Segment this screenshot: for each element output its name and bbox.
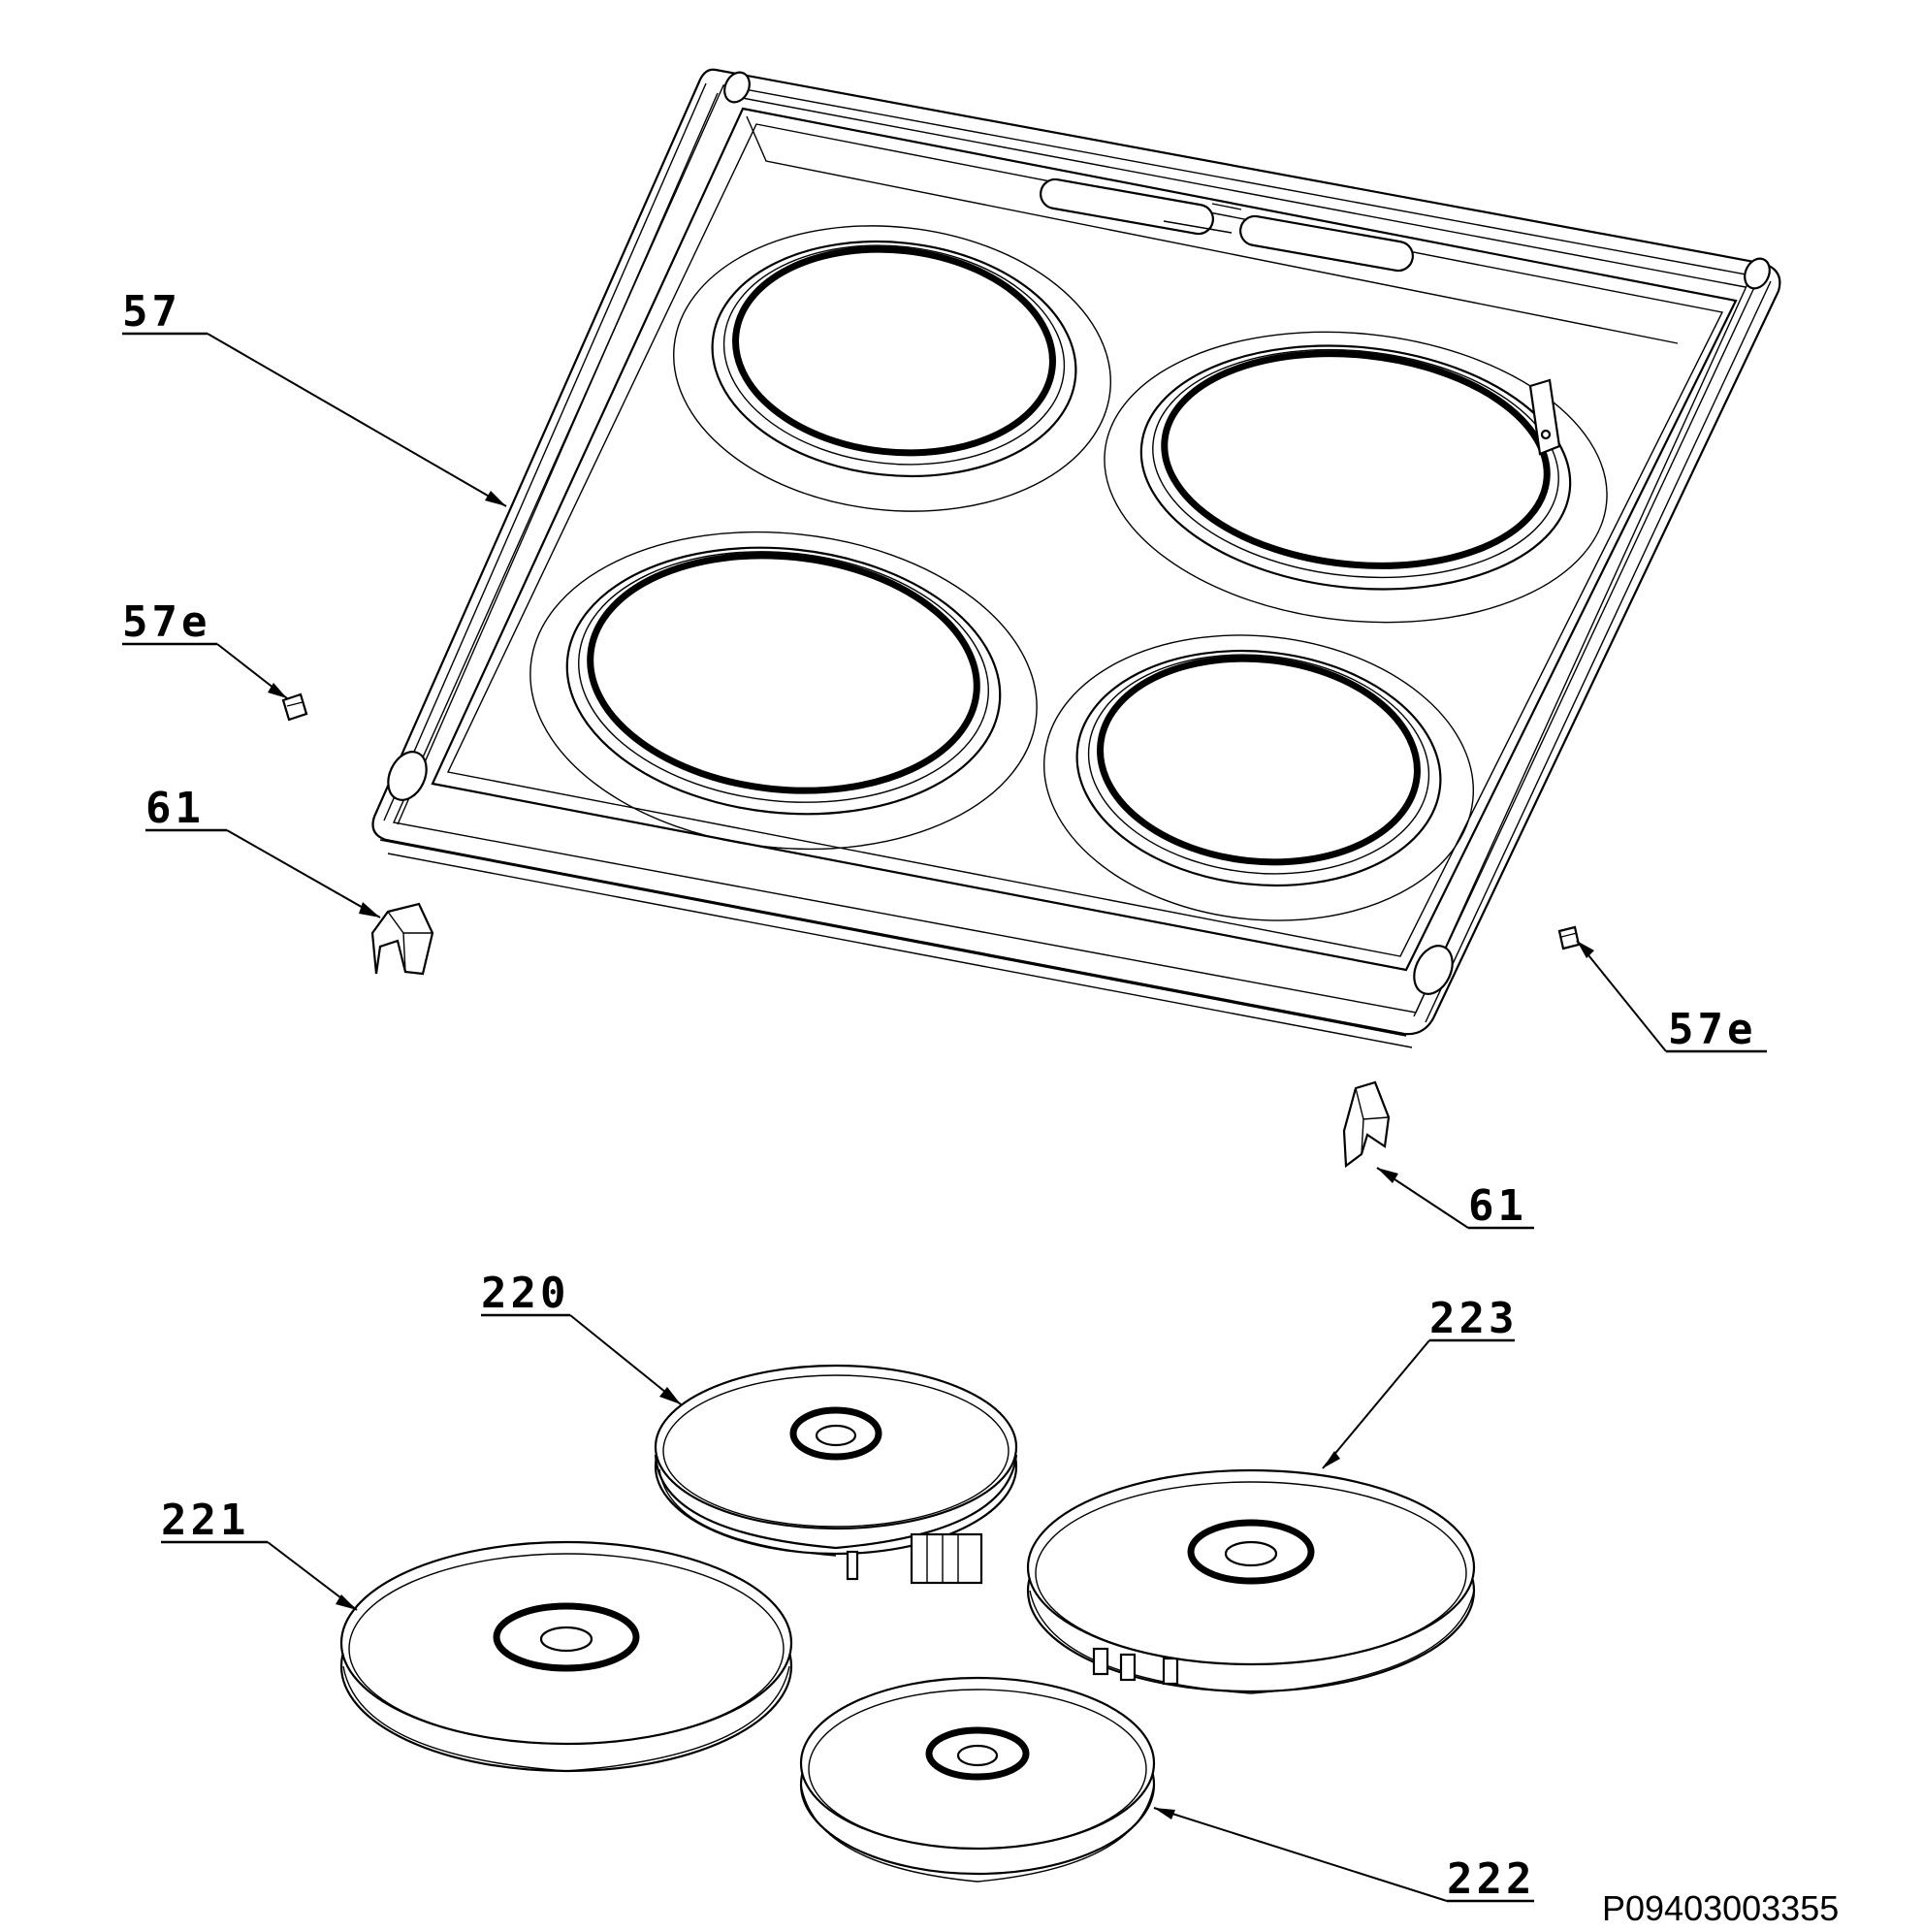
bracket-part-right — [1342, 1080, 1391, 1169]
label-clip-57e-right: 57e — [1668, 1005, 1756, 1054]
hotplate-221 — [339, 1540, 793, 1773]
clip-part-right — [1557, 925, 1581, 950]
label-hotplate-223: 223 — [1429, 1294, 1518, 1343]
label-hotplate-221: 221 — [161, 1496, 249, 1545]
label-bracket-61-right: 61 — [1468, 1181, 1527, 1231]
label-bracket-61-left: 61 — [145, 784, 205, 833]
hob-frame — [371, 68, 1781, 1048]
label-clip-57e-left: 57e — [122, 597, 210, 647]
drawing-code: P09403003355 — [1602, 1888, 1839, 1928]
hotplate-223 — [1026, 1468, 1476, 1694]
label-frame-57: 57 — [122, 287, 181, 337]
frame-burner-openings — [529, 225, 1608, 921]
label-hotplate-222: 222 — [1447, 1854, 1535, 1904]
hotplate-222 — [799, 1676, 1156, 1883]
clip-part-left — [281, 692, 308, 722]
hotplate-220 — [654, 1364, 1018, 1585]
label-hotplate-220: 220 — [481, 1269, 569, 1318]
bracket-part-left — [370, 902, 434, 976]
leader-lines — [122, 332, 1767, 1903]
